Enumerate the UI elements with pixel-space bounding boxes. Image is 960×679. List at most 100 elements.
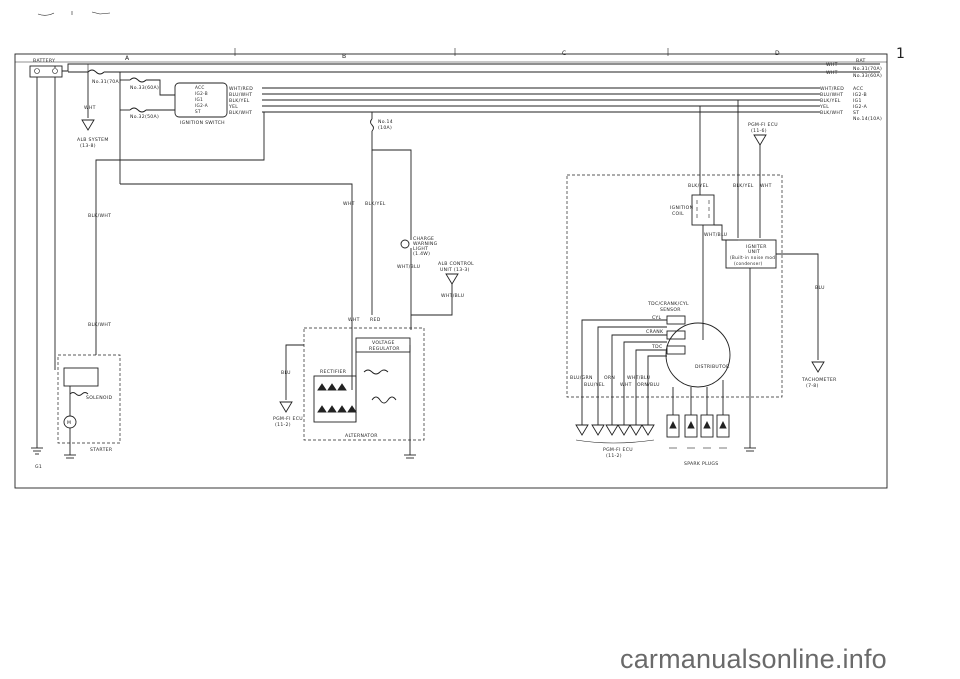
- plug-gap: [719, 420, 727, 429]
- ignition-box: [566, 174, 783, 398]
- wire: [611, 334, 667, 425]
- diode: [317, 383, 327, 391]
- bw-2: ORN: [604, 375, 615, 381]
- alternator-label: ALTERNATOR: [345, 433, 378, 439]
- coil-label-2: COIL: [672, 211, 684, 217]
- wire: [597, 326, 667, 425]
- ignition-switch-label: IGNITION SWITCH: [180, 120, 225, 126]
- fuse-31-label: No.31(70A): [92, 79, 121, 85]
- sensor-tdc: TDC: [651, 344, 662, 350]
- ecu-pin: [575, 424, 589, 436]
- stator-coil: [371, 396, 397, 404]
- wire: [285, 344, 304, 400]
- bw-1: BLU/GRN: [570, 375, 593, 381]
- ign-blk-yel: BLK/YEL: [688, 183, 709, 189]
- fuse-14-label: No.14: [378, 119, 393, 125]
- igniter-2: UNIT: [748, 249, 760, 255]
- diagram-frame: [14, 53, 888, 489]
- scan-mark: [37, 12, 55, 16]
- ecu-pin: [641, 424, 655, 436]
- starter-motor-m: M: [67, 420, 71, 426]
- bat-main-bus: [62, 63, 880, 72]
- ign-wire-4: YEL: [228, 104, 238, 110]
- ignition-coil: [691, 194, 715, 226]
- solenoid-label: SOLENOID: [86, 395, 113, 401]
- rc-term: No.14(10A): [853, 116, 882, 122]
- ign-wire-3: BLK/YEL: [229, 98, 250, 104]
- ign-wire-2: BLU/WHT: [229, 92, 252, 98]
- alb-control-2: UNIT (13-3): [440, 267, 470, 273]
- rc-term-bat: BAT: [856, 58, 866, 64]
- wire: [146, 79, 175, 96]
- wire: [411, 284, 453, 316]
- battery-symbol: [29, 65, 63, 78]
- fuse-32-label: No.32(50A): [130, 114, 159, 120]
- light-label-3: LIGHT: [413, 246, 428, 252]
- alt-blu: BLU: [281, 370, 291, 376]
- wire: [776, 253, 819, 360]
- regulator-label-1: VOLTAGE: [372, 340, 395, 346]
- section-d: D: [775, 50, 780, 57]
- wire: [581, 319, 667, 425]
- ign-wht: WHT: [760, 183, 772, 189]
- ecu-top-connector: [753, 134, 767, 146]
- starter-label: STARTER: [90, 447, 113, 453]
- starter-box: [57, 354, 121, 444]
- fuse-33: [129, 77, 147, 83]
- wire: [120, 183, 353, 390]
- ecu-bottom-2: (11-2): [606, 453, 622, 459]
- page-mark: 1: [896, 46, 905, 62]
- rc-term: IG2-A: [853, 104, 868, 110]
- charge-wht-blu: WHT/BLU: [397, 264, 420, 270]
- battery-label: BATTERY: [33, 58, 55, 64]
- rc-term: IG1: [853, 98, 862, 104]
- fuse-32: [129, 107, 147, 113]
- plug-gap: [669, 420, 677, 429]
- wire: [371, 131, 412, 240]
- bw-4: BLU/YEL: [584, 382, 605, 388]
- alt-ecu-1: PGM-FI ECU: [273, 416, 303, 422]
- sensor-1: TDC/CRANK/CYL: [647, 301, 689, 307]
- regulator-label-2: REGULATOR: [369, 346, 400, 352]
- alt-wht: WHT: [348, 317, 360, 323]
- ign-blu: BLU: [815, 285, 825, 291]
- distributor: [665, 322, 731, 388]
- diode: [327, 405, 337, 413]
- diode: [337, 405, 347, 413]
- ign-blk-yel2: BLK/YEL: [733, 183, 754, 189]
- tdc-sensor: [666, 345, 686, 355]
- fuse-14-amp: (10A): [378, 125, 392, 131]
- rc-wire: YEL: [819, 104, 829, 110]
- rc-wire: WHT: [826, 62, 838, 68]
- sensor-cyl: CYL: [652, 315, 662, 321]
- ign-pos-ig1: IG1: [195, 97, 203, 102]
- light-label-2: WARNING: [413, 241, 438, 247]
- wire: [635, 349, 667, 425]
- rc-wire: WHT/RED: [820, 86, 844, 92]
- alt-ecu-connector: [279, 401, 293, 413]
- tacho-connector: [811, 361, 825, 373]
- ecu-top-1: PGM-FI ECU: [748, 122, 778, 128]
- rc-term: No.31(70A): [853, 66, 882, 72]
- ground-ref: G1: [35, 464, 42, 470]
- wire: [623, 341, 667, 425]
- rc-wire: BLK/WHT: [820, 110, 843, 116]
- rc-term: ST: [853, 110, 859, 116]
- alt-ecu-2: (11-2): [275, 422, 291, 428]
- starter-wire-1: BLK/WHT: [88, 213, 111, 219]
- distributor-label: DISTRIBUTOR: [695, 364, 730, 370]
- diode: [337, 383, 347, 391]
- rc-wire: WHT: [826, 70, 838, 76]
- light-label-1: CHARGE: [413, 236, 434, 242]
- charge-warning-light: [400, 239, 410, 249]
- solenoid-coil: [69, 392, 89, 396]
- ignition-switch: [174, 82, 228, 118]
- rc-term: ACC: [853, 86, 863, 92]
- alb-ref: (13-8): [80, 143, 96, 149]
- ecu-pin: [617, 424, 631, 436]
- ign-pos-ig2a: IG2-A: [195, 103, 208, 108]
- ecu-bottom-1: PGM-FI ECU: [603, 447, 633, 453]
- alb-control-connector: [445, 273, 459, 285]
- tacho-2: (7-8): [806, 383, 819, 389]
- battery-terminal-minus: [34, 68, 40, 74]
